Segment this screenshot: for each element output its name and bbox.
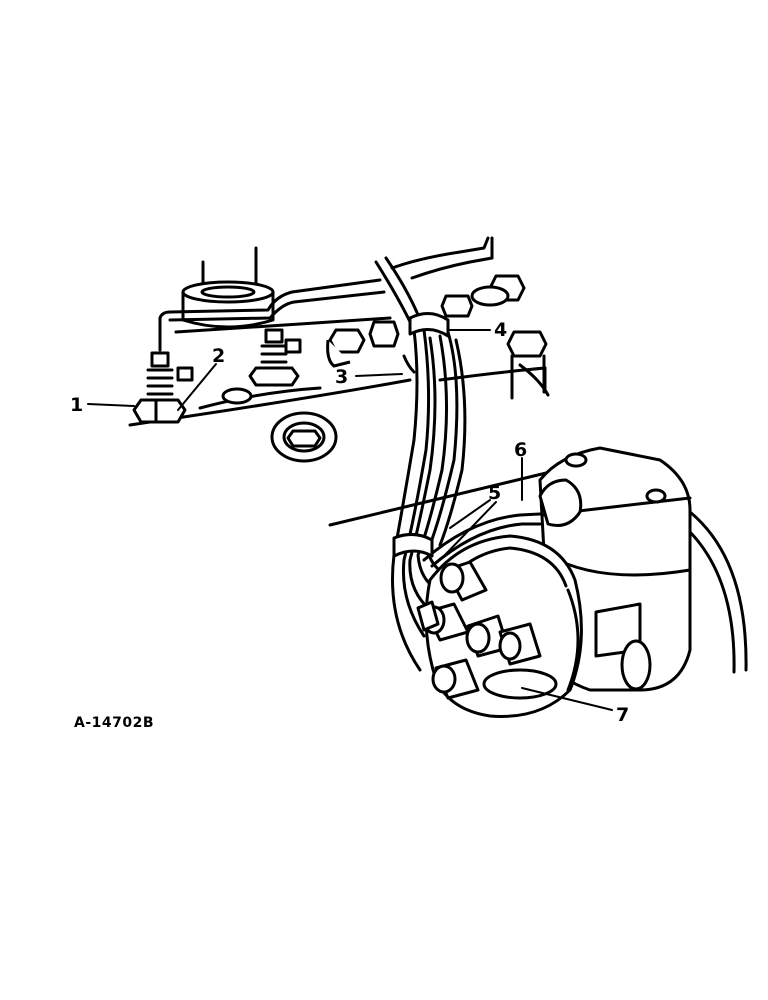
manifold-riser — [181, 246, 275, 329]
callout-2: 2 — [212, 345, 225, 367]
callout-7: 7 — [616, 704, 629, 726]
spark-plug-2 — [248, 328, 302, 387]
spark-plug-wires — [374, 256, 542, 672]
callouts: 1 2 3 4 5 6 7 — [70, 319, 629, 726]
callout-1: 1 — [70, 394, 83, 416]
callout-4: 4 — [494, 319, 507, 341]
engine-block — [128, 363, 602, 527]
callout-5: 5 — [488, 482, 501, 504]
head-bolts — [326, 274, 548, 400]
distributor-boots — [416, 560, 542, 700]
callout-6: 6 — [514, 439, 527, 461]
callout-3: 3 — [335, 366, 348, 388]
tubing — [158, 236, 494, 352]
figure-id: A-14702B — [74, 715, 154, 731]
spark-plug-1 — [132, 351, 194, 424]
leader-lines — [87, 329, 613, 711]
